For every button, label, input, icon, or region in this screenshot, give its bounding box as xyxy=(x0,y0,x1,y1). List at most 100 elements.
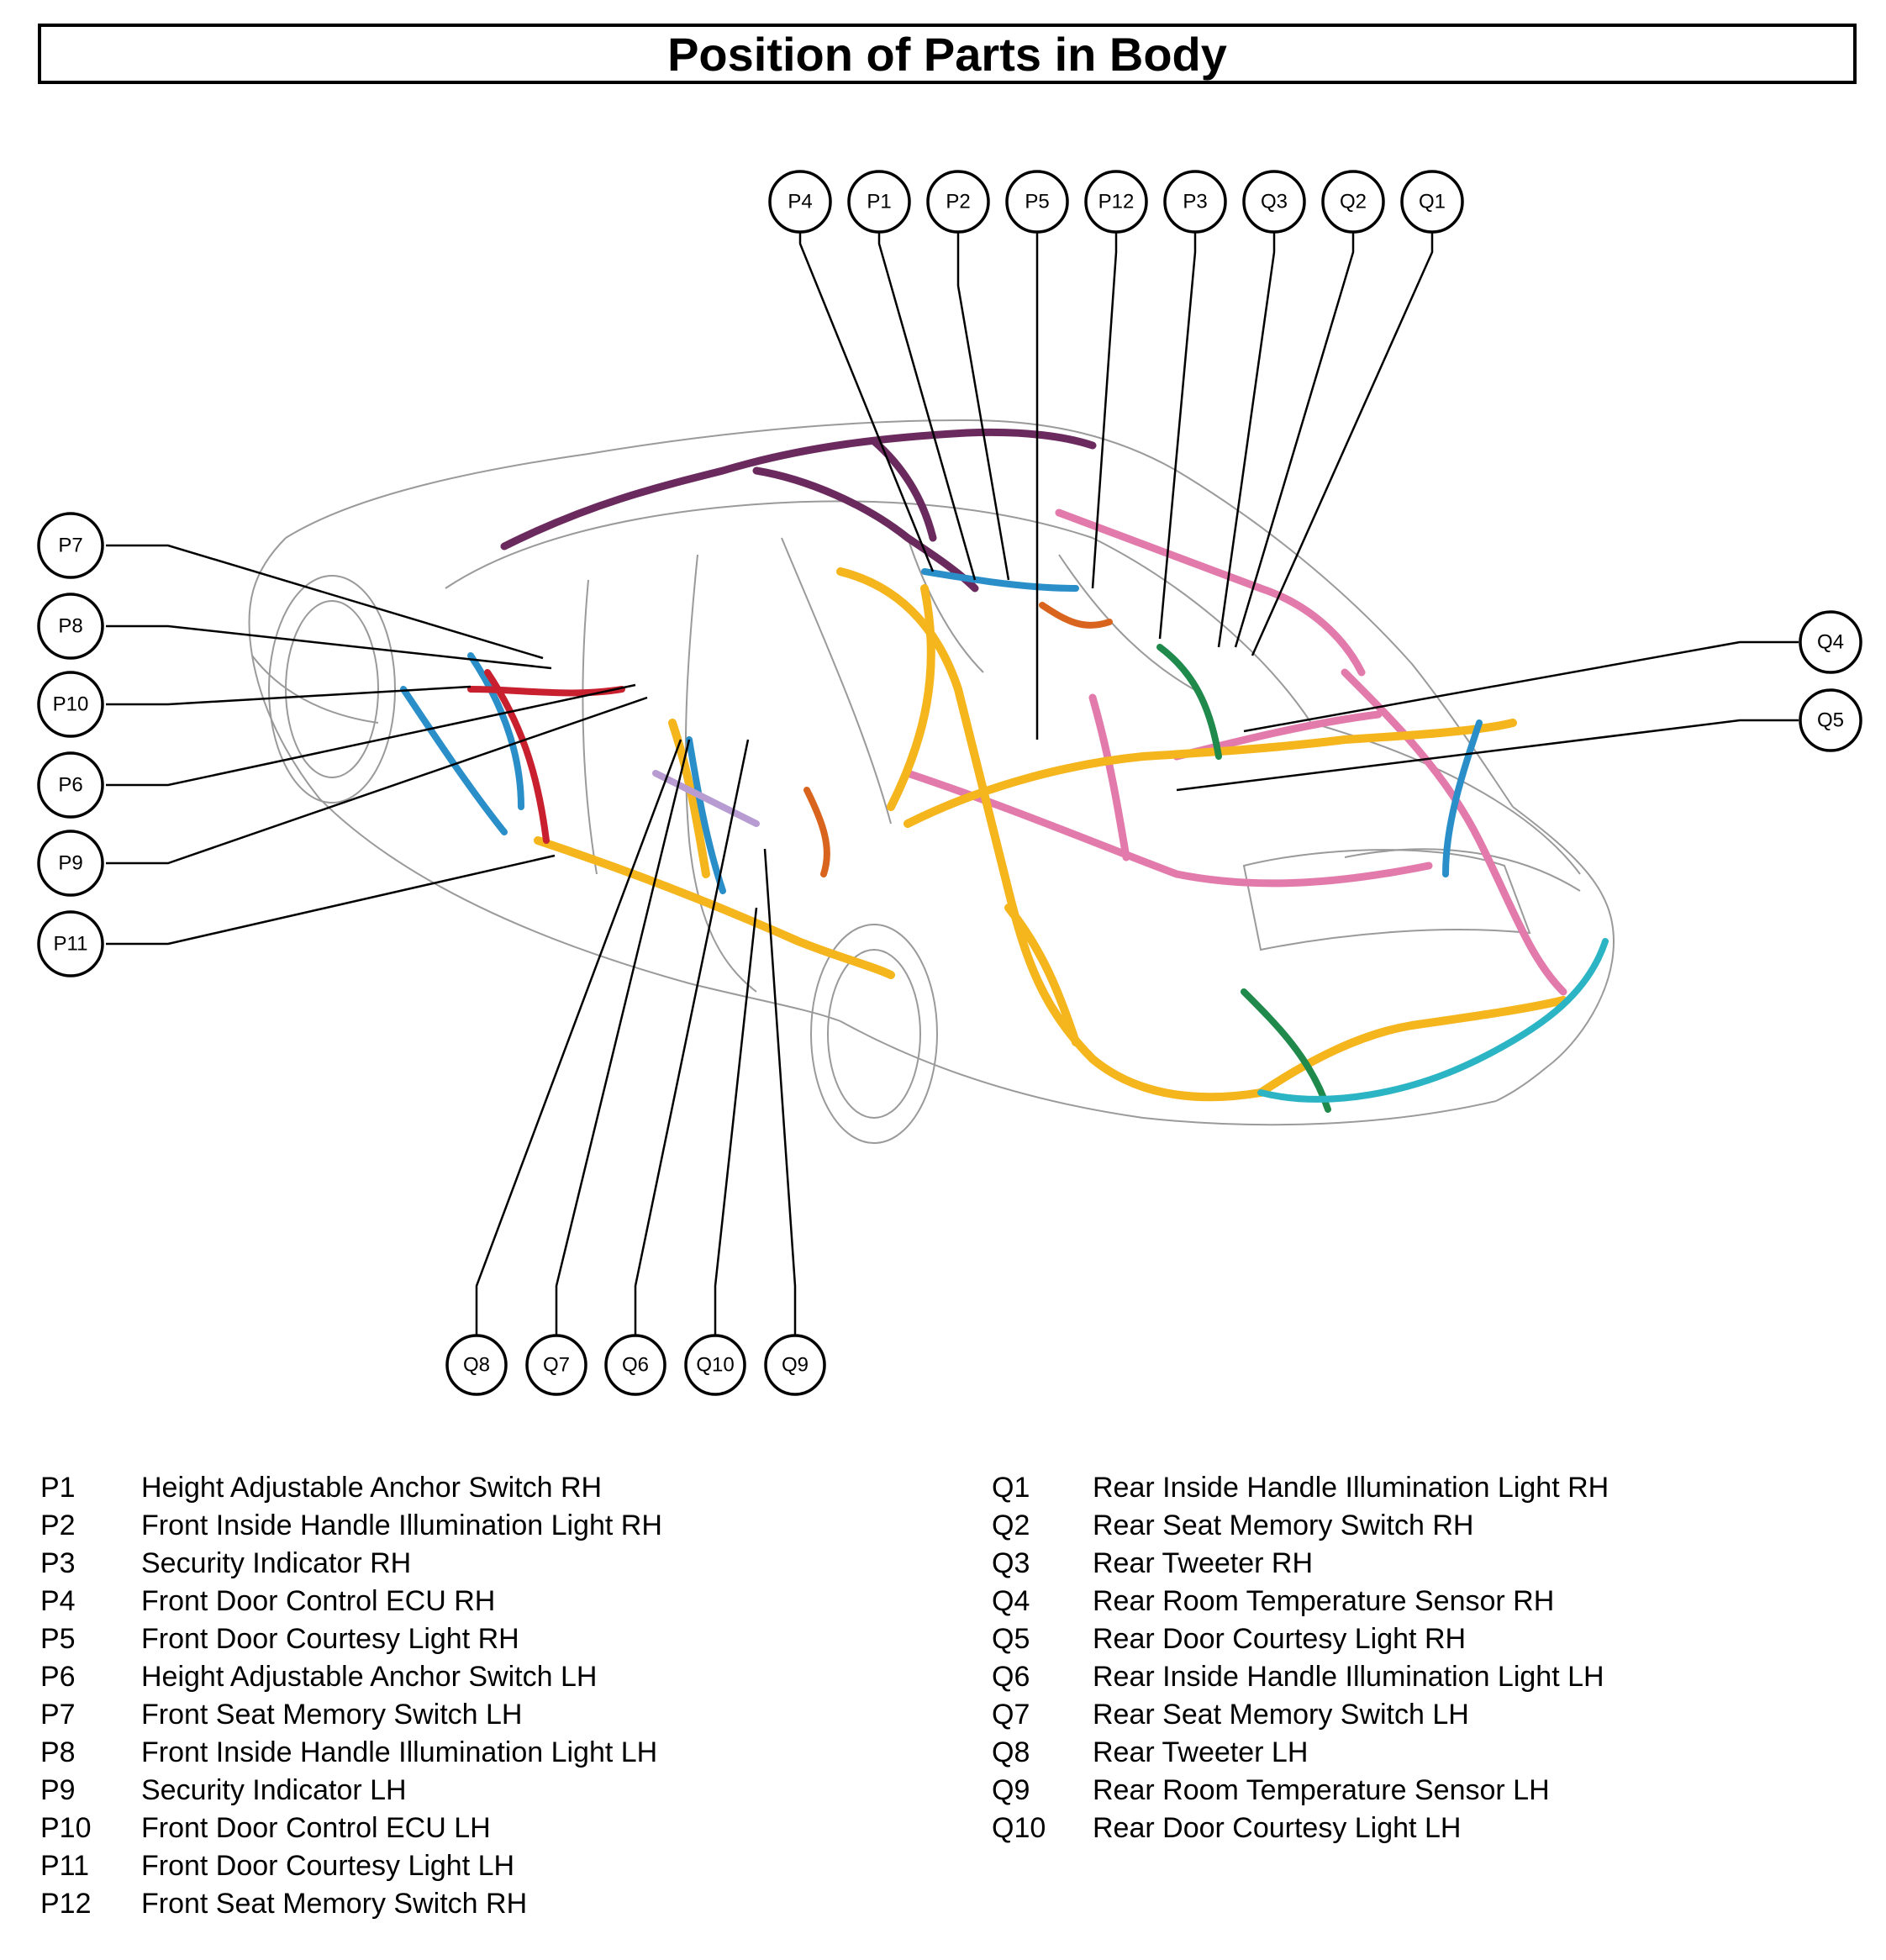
legend-description: Front Inside Handle Illumination Light R… xyxy=(141,1510,662,1541)
legend-code: Q8 xyxy=(992,1736,1030,1768)
callout-q10: Q10 xyxy=(684,1334,746,1396)
callout-p10: P10 xyxy=(37,671,104,738)
callout-q4: Q4 xyxy=(1799,610,1862,674)
legend-description: Front Door Control ECU RH xyxy=(141,1585,496,1617)
legend-description: Rear Seat Memory Switch RH xyxy=(1093,1510,1474,1541)
callout-p4-label: P4 xyxy=(788,191,812,213)
callout-p9-label: P9 xyxy=(58,852,82,875)
callout-p3: P3 xyxy=(1163,170,1227,234)
legend-description: Rear Tweeter LH xyxy=(1093,1736,1309,1768)
callout-p6: P6 xyxy=(37,751,104,819)
callout-p7: P7 xyxy=(37,512,104,579)
legend-code: Q3 xyxy=(992,1547,1030,1579)
legend-code: P10 xyxy=(40,1812,92,1844)
callout-q1: Q1 xyxy=(1400,170,1464,234)
legend-description: Rear Door Courtesy Light LH xyxy=(1093,1812,1462,1844)
legend-code: Q6 xyxy=(992,1661,1030,1693)
legend-row: P5 Front Door Courtesy Light RH xyxy=(40,1620,662,1658)
leader-q1 xyxy=(1251,232,1434,656)
callout-p5: P5 xyxy=(1005,170,1069,234)
harness-pink xyxy=(903,508,1567,996)
leader-q5 xyxy=(1176,719,1799,792)
leader-q7 xyxy=(555,739,691,1337)
legend-row: Q10 Rear Door Courtesy Light LH xyxy=(992,1810,1609,1847)
callout-p11-label: P11 xyxy=(54,933,88,956)
harness-green xyxy=(1156,644,1331,1113)
leader-p3 xyxy=(1158,232,1197,640)
callout-p6-label: P6 xyxy=(58,774,82,797)
legend-row: Q5 Rear Door Courtesy Light RH xyxy=(992,1620,1609,1658)
legend-description: Front Inside Handle Illumination Light L… xyxy=(141,1736,658,1768)
legend-code: P5 xyxy=(40,1623,76,1655)
legend-description: Front Door Courtesy Light LH xyxy=(141,1850,515,1882)
callout-q10-label: Q10 xyxy=(696,1354,734,1377)
legend-row: P7 Front Seat Memory Switch LH xyxy=(40,1696,662,1734)
callout-q4-label: Q4 xyxy=(1817,631,1844,654)
callout-p2: P2 xyxy=(926,170,990,234)
leader-q4 xyxy=(1243,640,1799,733)
legend-code: P8 xyxy=(40,1736,76,1768)
legend-code: Q1 xyxy=(992,1472,1030,1504)
legend-description: Rear Room Temperature Sensor LH xyxy=(1093,1774,1550,1806)
callout-p1-label: P1 xyxy=(867,191,891,213)
legend-row: Q8 Rear Tweeter LH xyxy=(992,1734,1609,1772)
leader-p9 xyxy=(106,696,648,865)
callout-p5-label: P5 xyxy=(1025,191,1049,213)
rear-wheel-left xyxy=(810,924,938,1144)
callout-p12-label: P12 xyxy=(1098,191,1135,213)
leader-q6 xyxy=(634,739,750,1337)
callout-q9-label: Q9 xyxy=(782,1354,809,1377)
leader-lines xyxy=(106,232,1799,1337)
leader-p4 xyxy=(798,232,935,572)
callout-q8-label: Q8 xyxy=(463,1354,490,1377)
legend-code: Q10 xyxy=(992,1812,1046,1844)
title-box: Position of Parts in Body xyxy=(38,24,1857,84)
legend-code: Q4 xyxy=(992,1585,1030,1617)
front-wheel-left xyxy=(268,575,396,803)
legend-description: Front Seat Memory Switch LH xyxy=(141,1699,523,1731)
legend-code: P7 xyxy=(40,1699,76,1731)
legend-description: Rear Door Courtesy Light RH xyxy=(1093,1623,1467,1655)
legend-code: P2 xyxy=(40,1510,76,1541)
callout-q1-label: Q1 xyxy=(1419,191,1446,213)
callout-p8-label: P8 xyxy=(58,615,82,638)
page-title: Position of Parts in Body xyxy=(667,27,1227,81)
leader-p1 xyxy=(877,232,977,581)
callout-p11: P11 xyxy=(37,910,104,977)
legend-code: Q7 xyxy=(992,1699,1030,1731)
callout-p4: P4 xyxy=(768,170,832,234)
legend-description: Front Door Courtesy Light RH xyxy=(141,1623,519,1655)
legend-description: Rear Tweeter RH xyxy=(1093,1547,1314,1579)
callout-p3-label: P3 xyxy=(1183,191,1207,213)
leader-q2 xyxy=(1234,232,1355,648)
callout-p1: P1 xyxy=(847,170,911,234)
harness-orange xyxy=(803,602,1113,877)
legend-description: Security Indicator RH xyxy=(141,1547,412,1579)
callout-q7-label: Q7 xyxy=(543,1354,570,1377)
legend-code: Q5 xyxy=(992,1623,1030,1655)
legend-description: Front Seat Memory Switch RH xyxy=(141,1888,528,1920)
leader-q3 xyxy=(1217,232,1276,648)
legend-code: P9 xyxy=(40,1774,76,1806)
leader-q9 xyxy=(763,848,797,1337)
callout-q7: Q7 xyxy=(525,1334,587,1396)
leader-p7 xyxy=(106,544,544,660)
leader-p12 xyxy=(1091,232,1118,589)
callout-p9: P9 xyxy=(37,830,104,897)
callout-q2: Q2 xyxy=(1321,170,1385,234)
